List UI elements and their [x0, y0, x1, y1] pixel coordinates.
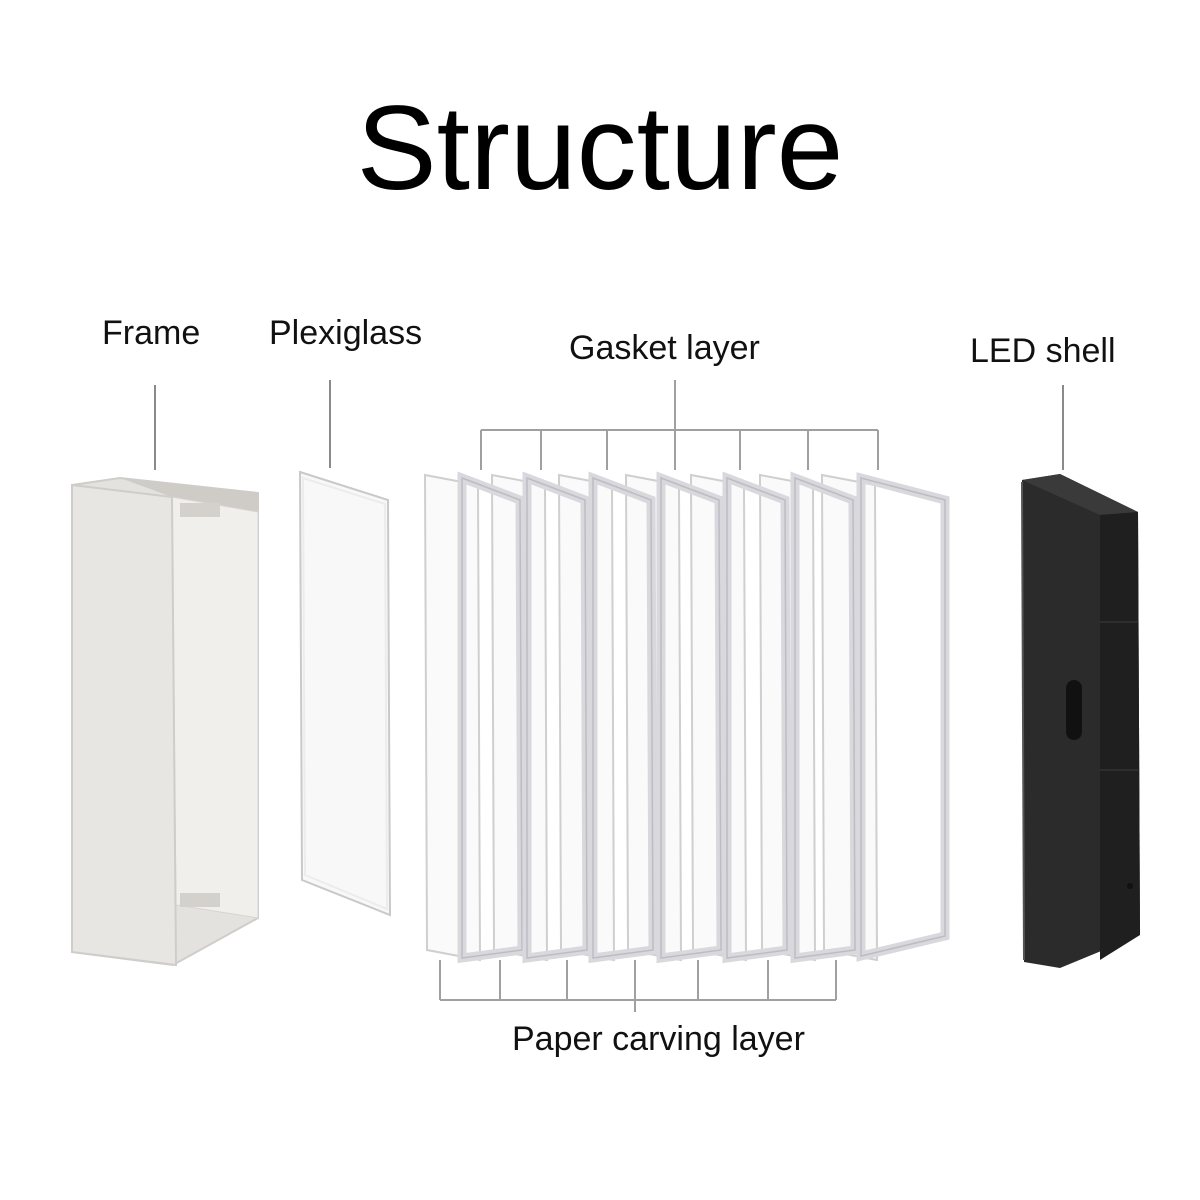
gasket-layer-label: Gasket layer — [569, 329, 760, 367]
paper-sheet — [423, 473, 482, 962]
plexiglass-part — [298, 470, 392, 917]
led-shell-slot — [1066, 680, 1082, 740]
gasket-frame — [588, 471, 658, 964]
leader-lines — [154, 380, 1064, 470]
frame-label: Frame — [102, 314, 201, 352]
gasket-frame — [457, 471, 527, 964]
led-shell-port — [1127, 883, 1133, 889]
gasket-layer-bracket — [480, 380, 879, 470]
gasket-frame — [856, 472, 950, 962]
paper-carving-layer-bracket — [439, 960, 837, 1012]
gasket-frame — [790, 471, 860, 964]
led-shell-label: LED shell — [970, 332, 1116, 370]
frame-part — [71, 476, 259, 967]
gasket-frame — [656, 471, 726, 964]
gasket-frame — [522, 471, 592, 964]
gasket-frame — [722, 471, 792, 964]
diagram-title: Structure — [356, 81, 844, 215]
paper-carving-layer-label: Paper carving layer — [512, 1020, 805, 1058]
led-shell-part — [1021, 474, 1140, 968]
plexiglass-label: Plexiglass — [269, 314, 423, 352]
gasket-frames — [457, 471, 950, 964]
